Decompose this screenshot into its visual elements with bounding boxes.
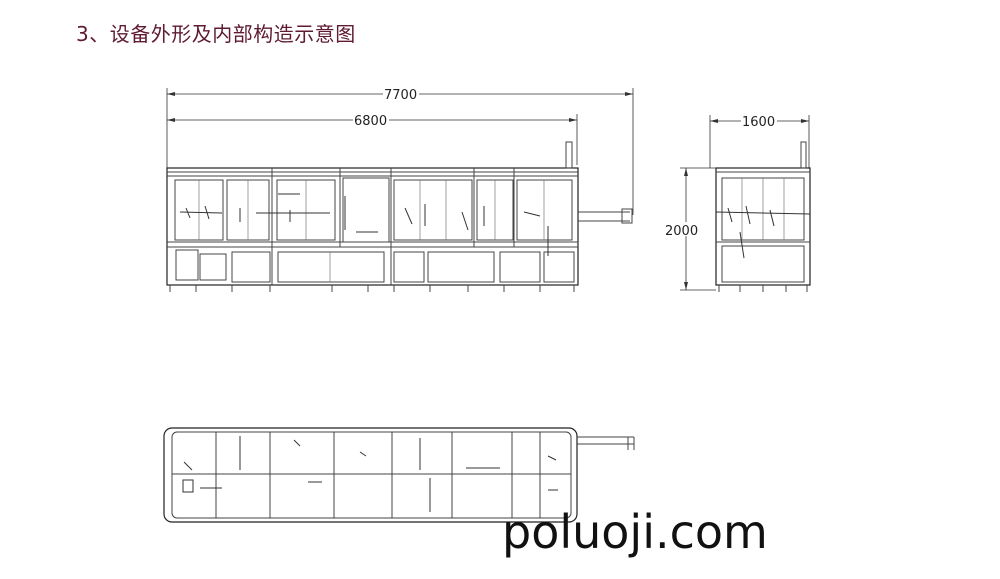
- height-label: 2000: [665, 224, 698, 239]
- dimension-width: 1600: [709, 113, 810, 168]
- overall-length-label: 7700: [384, 88, 417, 103]
- dimension-height: 2000: [664, 167, 716, 291]
- watermark: poluoji.com: [502, 505, 768, 559]
- frame-length-label: 6800: [354, 114, 387, 129]
- dimension-frame-length: 6800: [167, 112, 578, 165]
- side-view: 1600 2000: [664, 113, 811, 292]
- top-view: [163, 427, 635, 523]
- width-label: 1600: [742, 115, 775, 130]
- front-view: 7700 6800: [166, 86, 634, 292]
- dimension-overall-length: 7700: [166, 86, 634, 215]
- page-title: 3、设备外形及内部构造示意图: [76, 22, 356, 46]
